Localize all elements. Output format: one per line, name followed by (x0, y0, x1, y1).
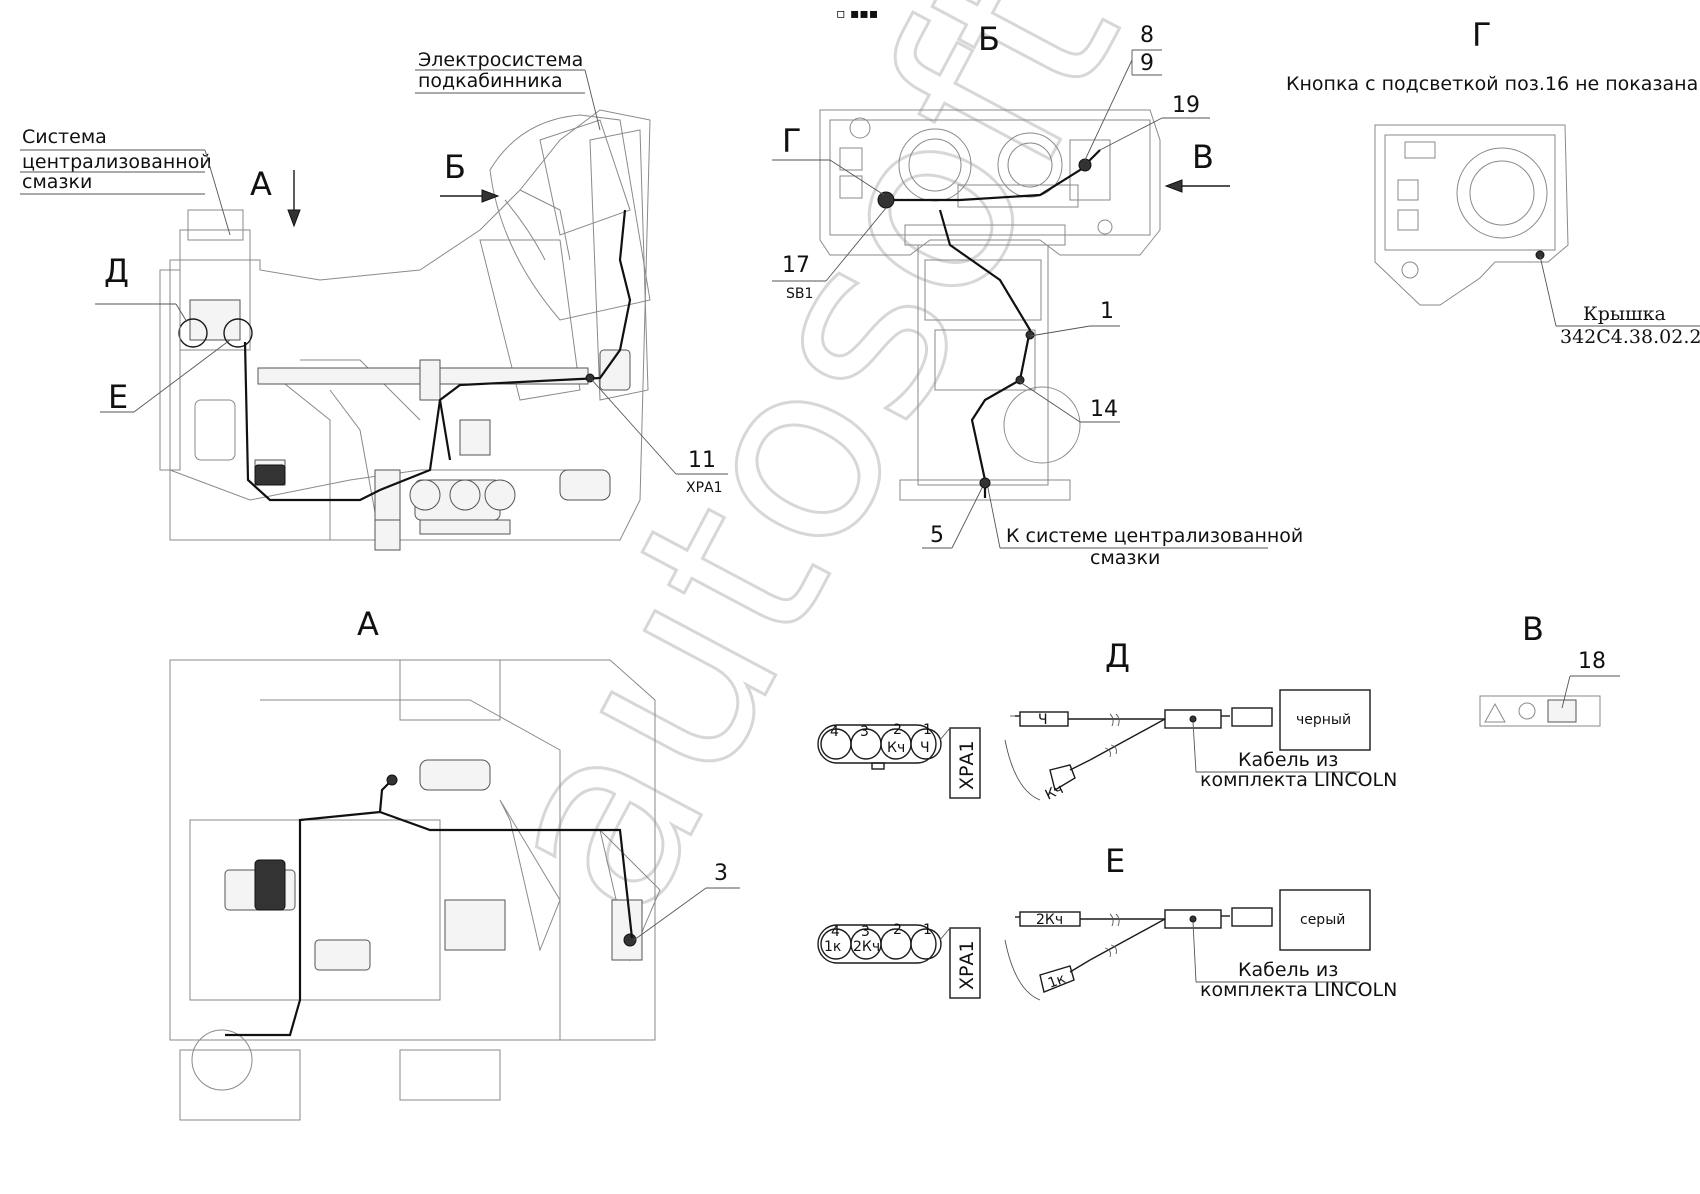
svg-text:2Кч: 2Кч (853, 939, 880, 955)
svg-text:3: 3 (860, 724, 869, 740)
svg-text:5: 5 (930, 523, 944, 548)
callout-D: Д (95, 252, 188, 323)
svg-text:18: 18 (1578, 649, 1606, 674)
side-view: Система централизованной смазки Электрос… (20, 49, 728, 551)
svg-text:17: 17 (782, 253, 810, 278)
svg-text:централизованной: централизованной (22, 151, 212, 173)
svg-text:В: В (1192, 138, 1214, 176)
view-arrow-A: А (250, 165, 301, 228)
view-D-cable-note: Кабель из комплекта LINCOLN (1192, 721, 1397, 791)
svg-text:1: 1 (923, 922, 932, 938)
view-E-color: серый (1300, 912, 1345, 928)
view-E-connector: ХРА1 (956, 940, 978, 990)
svg-text:смазки: смазки (1090, 547, 1160, 569)
callout-14: 14 (1019, 381, 1120, 423)
view-E: Е 1к 2Кч 2 1 4 3 ХРА1 2Кч серый 1к Кабе (817, 842, 1397, 1001)
svg-text:11: 11 (688, 448, 716, 473)
svg-text:Кабель из: Кабель из (1238, 959, 1338, 981)
view-D-title: Д (1105, 637, 1130, 675)
svg-text:Ч: Ч (920, 740, 930, 756)
svg-text:3: 3 (861, 924, 870, 940)
callout-5: 5 (922, 487, 983, 549)
svg-text:19: 19 (1172, 93, 1200, 118)
view-G-title: Г (1472, 16, 1492, 54)
svg-text:подкабинника: подкабинника (418, 70, 563, 92)
view-D: Д 4 3 Кч Ч 2 1 ХРА1 Ч черный Кч (817, 637, 1397, 804)
plan-harness (225, 810, 634, 1037)
watermark-text: autosoft (435, 0, 1174, 958)
air-tanks (409, 479, 516, 535)
svg-text:Д: Д (104, 252, 129, 290)
svg-text:Кч: Кч (1043, 781, 1066, 803)
callout-1: 1 (1029, 299, 1120, 337)
svg-text:SB1: SB1 (786, 286, 813, 302)
svg-text:1: 1 (1100, 299, 1114, 324)
svg-text:3: 3 (714, 861, 728, 886)
svg-text:Кч: Кч (887, 740, 905, 756)
svg-text:Ч: Ч (1038, 712, 1048, 728)
svg-text:2Кч: 2Кч (1036, 912, 1063, 928)
label-cab-electric: Электросистема подкабинника (415, 49, 601, 131)
svg-text:Крышка: Крышка (1583, 303, 1666, 325)
view-A-title: А (357, 605, 379, 643)
svg-text:2: 2 (893, 922, 902, 938)
svg-text:Б: Б (444, 148, 466, 186)
callout-G: Г (772, 122, 885, 196)
svg-text:1к: 1к (824, 939, 841, 955)
view-D-connector: ХРА1 (956, 740, 978, 790)
callout-3: 3 (633, 861, 740, 941)
view-B-title: Б (978, 20, 1000, 58)
watermark: autosoft (434, 0, 1176, 959)
top-mark: ▫ ▪▪▪ (836, 6, 878, 22)
callout-18: 18 (1561, 649, 1620, 709)
dashboard-view: Б Г 17 S (772, 20, 1303, 569)
view-D-color: черный (1296, 712, 1351, 728)
svg-text:комплекта LINCOLN: комплекта LINCOLN (1200, 769, 1397, 791)
svg-text:4: 4 (831, 924, 840, 940)
svg-text:342С4.38.02.203: 342С4.38.02.203 (1560, 326, 1700, 348)
note-lube: К системе централизованной смазки (987, 487, 1303, 569)
view-G: Г Кнопка с подсветкой поз.16 не показана… (1286, 16, 1700, 348)
svg-text:Г: Г (782, 122, 802, 160)
callout-17: 17 SB1 (772, 207, 887, 302)
svg-text:1: 1 (923, 722, 932, 738)
view-G-note: Кнопка с подсветкой поз.16 не показана. (1286, 73, 1700, 95)
svg-text:Кабель из: Кабель из (1238, 749, 1338, 771)
arrow-V: В (1164, 138, 1230, 193)
lube-harness-side (243, 209, 632, 502)
view-E-cable-note: Кабель из комплекта LINCOLN (1192, 921, 1397, 1001)
svg-text:Электросистема: Электросистема (418, 49, 583, 71)
svg-text:9: 9 (1140, 51, 1154, 76)
plan-view: А 3 (169, 605, 740, 1121)
callout-11: 11 ХРА1 (591, 379, 728, 496)
view-arrow-B: Б (440, 148, 500, 203)
callout-8-9: 8 9 (1084, 23, 1162, 161)
svg-text:К системе централизованной: К системе централизованной (1006, 525, 1303, 547)
view-E-title: Е (1105, 842, 1125, 880)
svg-text:1к: 1к (1046, 971, 1068, 992)
svg-text:2: 2 (893, 722, 902, 738)
callout-19: 19 (1099, 93, 1210, 151)
view-V: В 18 (1479, 610, 1620, 727)
cover-callout: Крышка 342С4.38.02.203 (1539, 255, 1700, 348)
svg-text:4: 4 (830, 724, 839, 740)
svg-text:Система: Система (22, 126, 107, 148)
svg-text:ХРА1: ХРА1 (686, 480, 723, 496)
svg-text:комплекта LINCOLN: комплекта LINCOLN (1200, 979, 1397, 1001)
svg-text:Е: Е (108, 378, 128, 416)
svg-text:смазки: смазки (22, 171, 92, 193)
label-lube-system: Система централизованной смазки (20, 126, 231, 236)
svg-text:14: 14 (1090, 397, 1118, 422)
svg-text:8: 8 (1140, 23, 1154, 48)
view-V-title: В (1522, 610, 1544, 648)
svg-text:А: А (250, 165, 272, 203)
callout-E: Е (100, 339, 231, 416)
